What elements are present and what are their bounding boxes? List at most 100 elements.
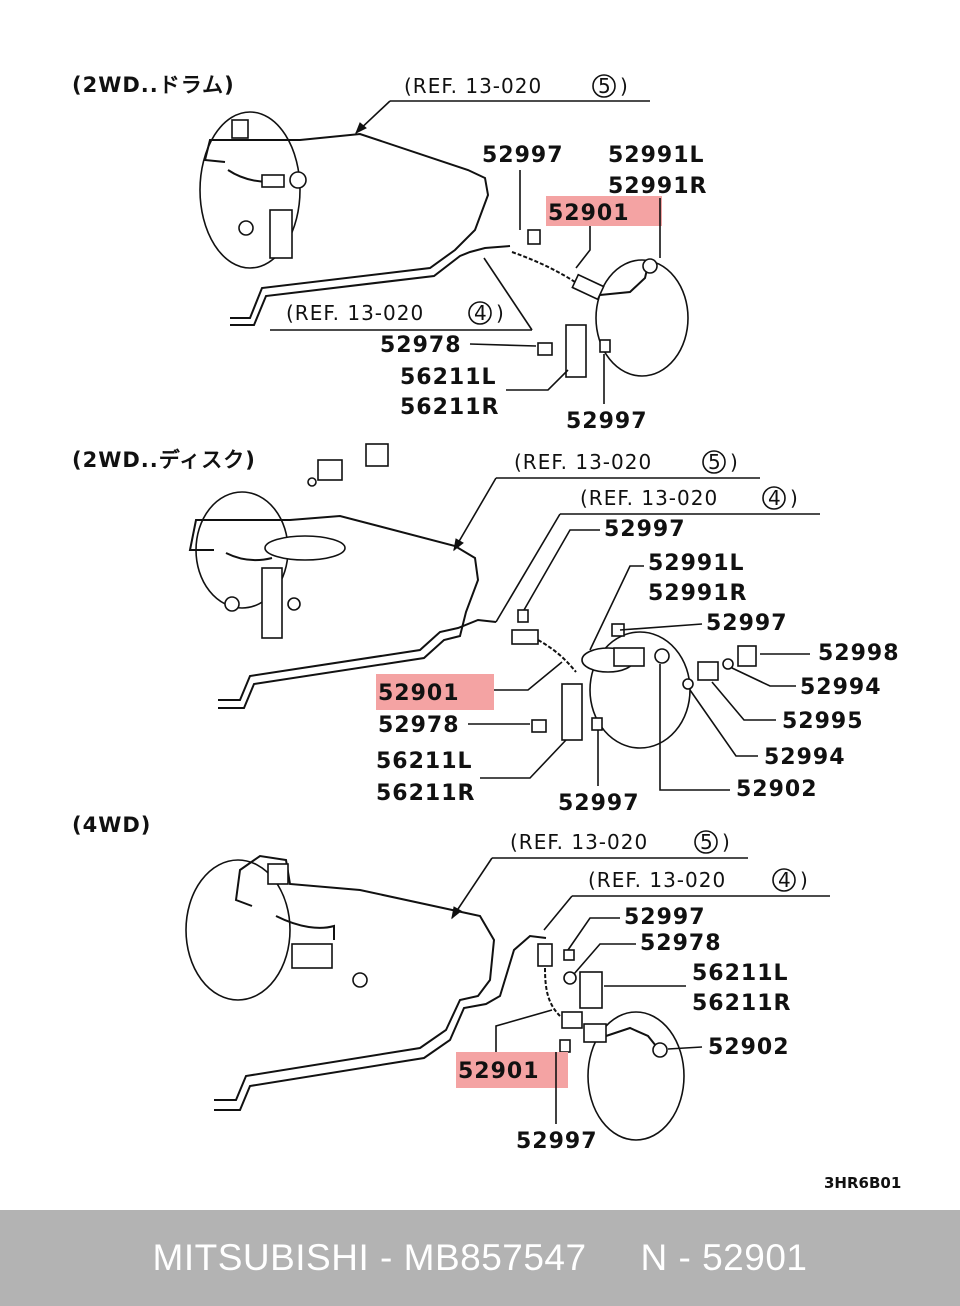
clip-52997-disc-bottom bbox=[591, 717, 603, 731]
ref-label-5-disc: (REF. 13-020 bbox=[514, 450, 652, 474]
label-52902-disc: 52902 bbox=[736, 777, 818, 802]
section-2wd-disc: (2WD..ディスク) (REF. 13-020 5 ) (REF. 13-02… bbox=[72, 443, 899, 816]
washer-52994-a bbox=[682, 678, 694, 690]
brake-hose-52901-disc bbox=[537, 639, 577, 673]
drum-left-bolt bbox=[238, 220, 254, 236]
ref-leader-4-drum bbox=[483, 257, 533, 331]
ref-circle-num-4-drum: 4 bbox=[474, 301, 488, 325]
hose-end-52901-disc bbox=[511, 629, 539, 645]
4wd-right-pipe bbox=[605, 1026, 657, 1047]
ref-close-5-disc: ) bbox=[730, 450, 739, 474]
brake-hose-52901-drum bbox=[511, 251, 579, 285]
disc-left-loop bbox=[264, 535, 346, 561]
bolt-52978-disc bbox=[531, 719, 547, 733]
label-52978-drum: 52978 bbox=[380, 333, 462, 358]
section-2wd-drum: (2WD..ドラム) (REF. 13-020 5 ) (REF. 13-020 bbox=[72, 73, 706, 434]
ref-circle-4-disc bbox=[762, 486, 786, 510]
drum-right-nut bbox=[642, 258, 658, 274]
leader-52994-top bbox=[731, 667, 796, 687]
label-52978-4wd: 52978 bbox=[640, 931, 722, 956]
washer-52994-b bbox=[722, 658, 734, 670]
disc-left-bracket bbox=[261, 567, 283, 639]
leader-52991-disc bbox=[589, 565, 644, 651]
disc-left-bolt-top bbox=[365, 443, 389, 467]
ref-leader-4-disc bbox=[495, 513, 561, 623]
label-56211L-drum: 56211L bbox=[400, 365, 497, 390]
leader-52902-disc bbox=[659, 664, 730, 791]
leader-52997-disc-top bbox=[523, 529, 600, 611]
label-52978-disc: 52978 bbox=[378, 713, 460, 738]
drum-left-ellipse bbox=[199, 111, 301, 269]
ref-label-4-disc: (REF. 13-020 bbox=[580, 486, 718, 510]
drum-left-nut bbox=[289, 171, 307, 189]
leader-52997-disc-right bbox=[619, 623, 703, 631]
label-52994-bottom: 52994 bbox=[764, 745, 846, 770]
ref-circle-4-drum bbox=[468, 301, 492, 325]
label-52994-top: 52994 bbox=[800, 675, 882, 700]
label-52997-4wd-top: 52997 bbox=[624, 905, 706, 930]
ref-leader-5-disc bbox=[453, 477, 497, 551]
highlight-52901-disc bbox=[376, 674, 494, 710]
leader-52995 bbox=[711, 681, 776, 721]
label-56211L-4wd: 56211L bbox=[692, 961, 789, 986]
label-52997-disc-top: 52997 bbox=[604, 517, 686, 542]
brake-pipe-drum-2 bbox=[230, 245, 511, 326]
label-56211R-4wd: 56211R bbox=[692, 991, 791, 1016]
leader-52997-4wd-top bbox=[567, 917, 620, 951]
nut-52902-4wd bbox=[652, 1042, 668, 1058]
bolt-52978-drum bbox=[537, 342, 553, 356]
4wd-left-clip bbox=[267, 863, 289, 885]
label-52997-disc-bottom: 52997 bbox=[558, 791, 640, 816]
ref-circle-num-5-disc: 5 bbox=[708, 450, 722, 474]
drum-left-clip bbox=[231, 119, 249, 139]
disc-left-bolt bbox=[224, 596, 240, 612]
ref-label-5-4wd: (REF. 13-020 bbox=[510, 830, 648, 854]
leader-56211-drum bbox=[506, 369, 569, 391]
4wd-left-bolt bbox=[352, 972, 368, 988]
ref-circle-num-5-drum: 5 bbox=[598, 74, 612, 98]
ref-circle-num-4-4wd: 4 bbox=[778, 868, 792, 892]
brake-pipe-4wd-lower bbox=[214, 934, 547, 1111]
hose-end-52901-4wd bbox=[537, 943, 553, 967]
clip-52997-4wd-bottom bbox=[559, 1039, 571, 1053]
bracket-56211-disc bbox=[561, 683, 583, 741]
section-title-disc: (2WD..ディスク) bbox=[72, 448, 256, 472]
hose-fitting-4wd bbox=[583, 1023, 607, 1043]
footer-bar: MITSUBISHI - MB857547 N - 52901 bbox=[0, 1210, 960, 1306]
leader-52978-4wd bbox=[573, 943, 636, 975]
ref-circle-4-4wd bbox=[772, 868, 796, 892]
label-56211R-disc: 56211R bbox=[376, 781, 475, 806]
union-52995 bbox=[697, 661, 719, 681]
parts-diagram: (2WD..ドラム) (REF. 13-020 5 ) (REF. 13-020 bbox=[72, 73, 901, 1192]
brake-pipe-disc-lower bbox=[218, 618, 497, 701]
clip-52997-drum-top bbox=[527, 229, 541, 245]
ref-label-5-drum: (REF. 13-020 bbox=[404, 74, 542, 98]
label-56211R-drum: 56211R bbox=[400, 395, 499, 420]
leader-56211-disc bbox=[480, 739, 567, 779]
section-title-drum: (2WD..ドラム) bbox=[72, 73, 235, 97]
4wd-left-bracket bbox=[291, 943, 333, 969]
brake-pipe-drum bbox=[203, 132, 490, 319]
ref-circle-num-5-4wd: 5 bbox=[700, 830, 714, 854]
hose-fitting-drum bbox=[571, 273, 605, 301]
disc-right-fitting bbox=[613, 647, 645, 667]
ref-close-5-drum: ) bbox=[620, 74, 629, 98]
section-4wd: (4WD) (REF. 13-020 5 ) (REF. 13-020 4 ) bbox=[72, 813, 830, 1154]
label-52902-4wd: 52902 bbox=[708, 1035, 790, 1060]
label-52995: 52995 bbox=[782, 709, 864, 734]
drum-left-bracket bbox=[269, 209, 293, 259]
disc-right-nut bbox=[654, 648, 670, 664]
label-52901-drum: 52901 bbox=[548, 201, 630, 226]
highlight-52901-drum bbox=[546, 196, 662, 226]
ref-close-4-drum: ) bbox=[496, 301, 505, 325]
ref-circle-num-4-disc: 4 bbox=[768, 486, 782, 510]
ref-label-4-4wd: (REF. 13-020 bbox=[588, 868, 726, 892]
label-52901-4wd: 52901 bbox=[458, 1059, 540, 1084]
disc-left-union bbox=[317, 459, 343, 481]
ref-leader-5-4wd bbox=[451, 857, 493, 919]
arrowhead-icon bbox=[355, 122, 367, 135]
leader-52994-bottom bbox=[689, 689, 758, 757]
section-title-4wd: (4WD) bbox=[72, 813, 151, 837]
4wd-right-ellipse bbox=[587, 1011, 685, 1141]
bolt-52978-4wd bbox=[563, 971, 577, 985]
